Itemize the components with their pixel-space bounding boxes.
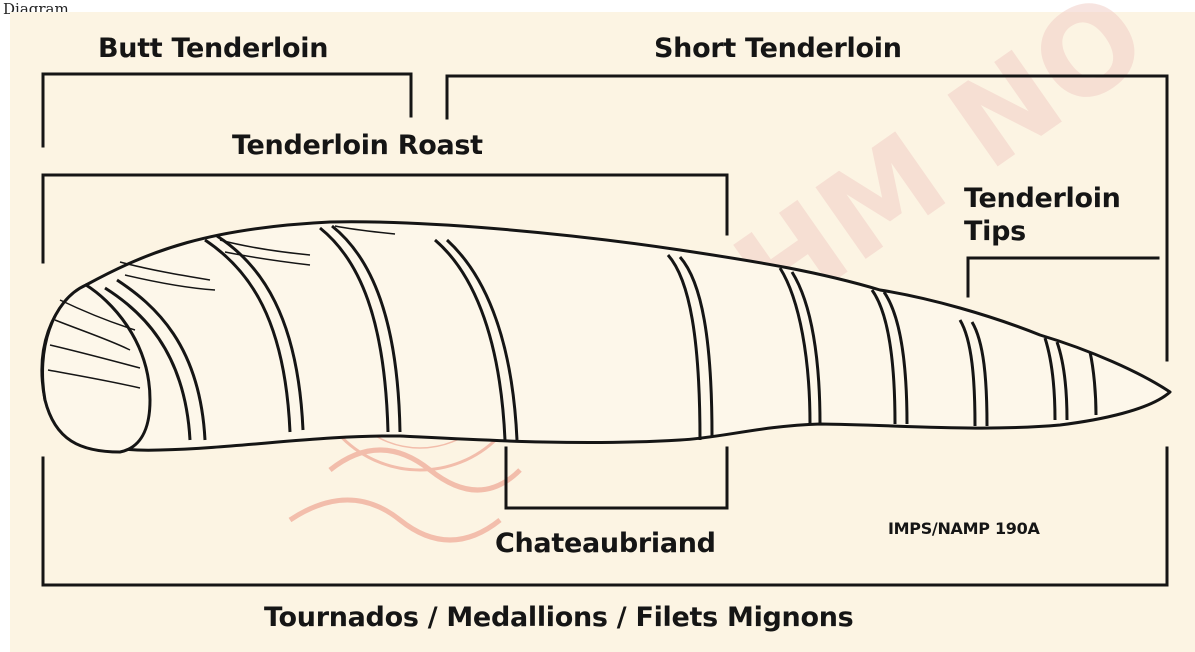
label-chateaubriand: Chateaubriand (495, 528, 716, 559)
chateaubriand-bracket (506, 448, 727, 508)
tenderloin-tips-bracket (968, 258, 1158, 296)
label-butt-tenderloin: Butt Tenderloin (98, 33, 328, 64)
bottom-bracket (43, 448, 1167, 585)
label-tenderloin-tips: Tenderloin Tips (964, 182, 1144, 248)
label-imps-code: IMPS/NAMP 190A (888, 519, 1040, 538)
label-short-tenderloin: Short Tenderloin (654, 33, 902, 64)
label-tenderloin-roast: Tenderloin Roast (232, 130, 483, 161)
label-bottom-caption: Tournados / Medallions / Filets Mignons (264, 602, 853, 633)
tenderloin-illustration (42, 222, 1170, 450)
